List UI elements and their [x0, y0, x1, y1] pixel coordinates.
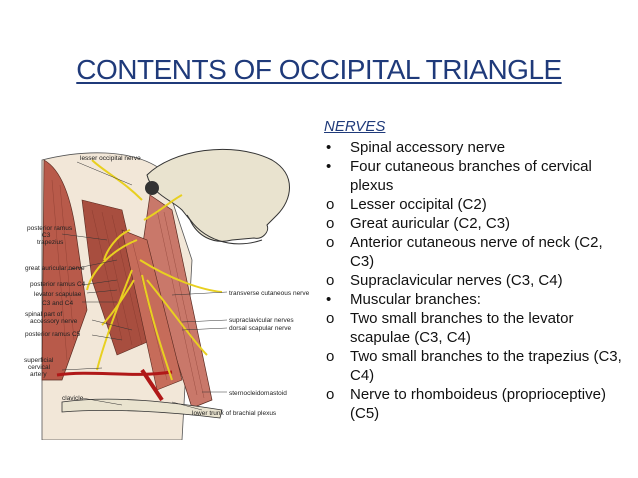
list-item: o Lesser occipital (C2) [324, 195, 624, 214]
list-item: o Two small branches to the levator scapu… [324, 309, 624, 347]
label-supraclavicular-nerves: supraclavicular nerves [229, 317, 294, 324]
nerves [86, 159, 223, 381]
list-item-text: Spinal accessory nerve [350, 139, 506, 156]
label-trapezius: trapezius [37, 239, 64, 246]
list-item-text: Anterior cutaneous nerve of neck (C2, C3… [350, 234, 603, 270]
label-posterior-ramus-c5: posterior ramus C5 [25, 331, 81, 338]
section-heading-nerves: NERVES [324, 118, 386, 135]
label-levator-scapulae: levator scapulae [34, 291, 82, 298]
bullet-marker: o [326, 196, 335, 213]
red-vessel-2 [140, 368, 164, 402]
slide-title: CONTENTS OF OCCIPITAL TRIANGLE [76, 54, 562, 85]
list-item: o Great auricular (C2, C3) [324, 214, 624, 233]
skull [146, 148, 290, 242]
list-item-text: Great auricular (C2, C3) [350, 215, 511, 232]
list-item: • Four cutaneous branches of cervical ple… [324, 157, 624, 195]
list-item: o Anterior cutaneous nerve of neck (C2, C… [324, 233, 624, 271]
list-item-text: Two small branches to the levator scapul… [350, 310, 574, 346]
superficial-cervical-artery [56, 370, 173, 377]
label-lower-trunk-brachial-plexus: lower trunk of brachial plexus [192, 410, 277, 417]
label-dorsal-scapular-nerve: dorsal scapular nerve [229, 325, 292, 332]
bullet-marker: • [326, 158, 332, 175]
list-item: o Nerve to rhomboideus (proprioceptive) (… [324, 385, 624, 423]
label-posterior-ramus-c4: posterior ramus C4 [30, 281, 86, 288]
ear-canal [145, 181, 159, 195]
list-item-text: Nerve to rhomboideus (proprioceptive) (C… [350, 386, 606, 422]
nerves-list: • Spinal accessory nerve • Four cutaneous … [324, 138, 624, 423]
list-item: o Supraclavicular nerves (C3, C4) [324, 271, 624, 290]
bullet-marker: • [326, 139, 332, 156]
label-transverse-cutaneous-nerve: transverse cutaneous nerve [229, 290, 310, 297]
anatomy-diagram: lesser occipital nerve posterior ramus C… [24, 148, 310, 440]
list-item: • Muscular branches: [324, 290, 624, 309]
label-c3: C3 [42, 232, 51, 239]
bullet-marker: • [326, 291, 332, 308]
label-superficial-3: artery [30, 371, 47, 378]
occipital-triangle-illustration: lesser occipital nerve posterior ramus C… [22, 140, 342, 440]
list-item: o Two small branches to the trapezius (C3… [324, 347, 624, 385]
list-item-text: Supraclavicular nerves (C3, C4) [350, 272, 563, 289]
bullet-marker: o [326, 310, 335, 327]
list-item-text: Four cutaneous branches of cervical plex… [350, 158, 592, 194]
bullet-marker: o [326, 272, 335, 289]
leader-lines [61, 161, 228, 411]
bullet-marker: o [326, 386, 335, 403]
bullet-marker: o [326, 234, 335, 251]
label-posterior-ramus-c3: posterior ramus [27, 225, 73, 232]
list-item-text: Muscular branches: [350, 291, 481, 308]
scalene-muscle [121, 229, 183, 391]
bullet-marker: o [326, 348, 335, 365]
label-superficial-2: cervical [28, 364, 51, 371]
list-item-text: Two small branches to the trapezius (C3,… [350, 348, 622, 384]
label-superficial-1: superficial [24, 357, 54, 364]
label-c3-and-c4: C3 and C4 [42, 300, 73, 307]
trapezius-muscle [41, 159, 88, 381]
label-spinal-part-1: spinal part of [25, 311, 62, 318]
clavicle-bone [61, 398, 223, 419]
label-lesser-occipital-nerve: lesser occipital nerve [80, 155, 141, 162]
list-item: • Spinal accessory nerve [324, 138, 624, 157]
label-great-auricular-nerve: great auricular nerve [25, 265, 85, 272]
mandible [186, 214, 263, 245]
nerves-section: NERVES • Spinal accessory nerve • Four cut… [324, 117, 624, 423]
label-sternocleidomastoid: sternocleidomastoid [229, 390, 287, 397]
bullet-marker: o [326, 215, 335, 232]
label-spinal-part-2: accessory nerve [30, 318, 78, 325]
label-clavicle: clavicle [62, 395, 84, 402]
list-item-text: Lesser occipital (C2) [350, 196, 487, 213]
